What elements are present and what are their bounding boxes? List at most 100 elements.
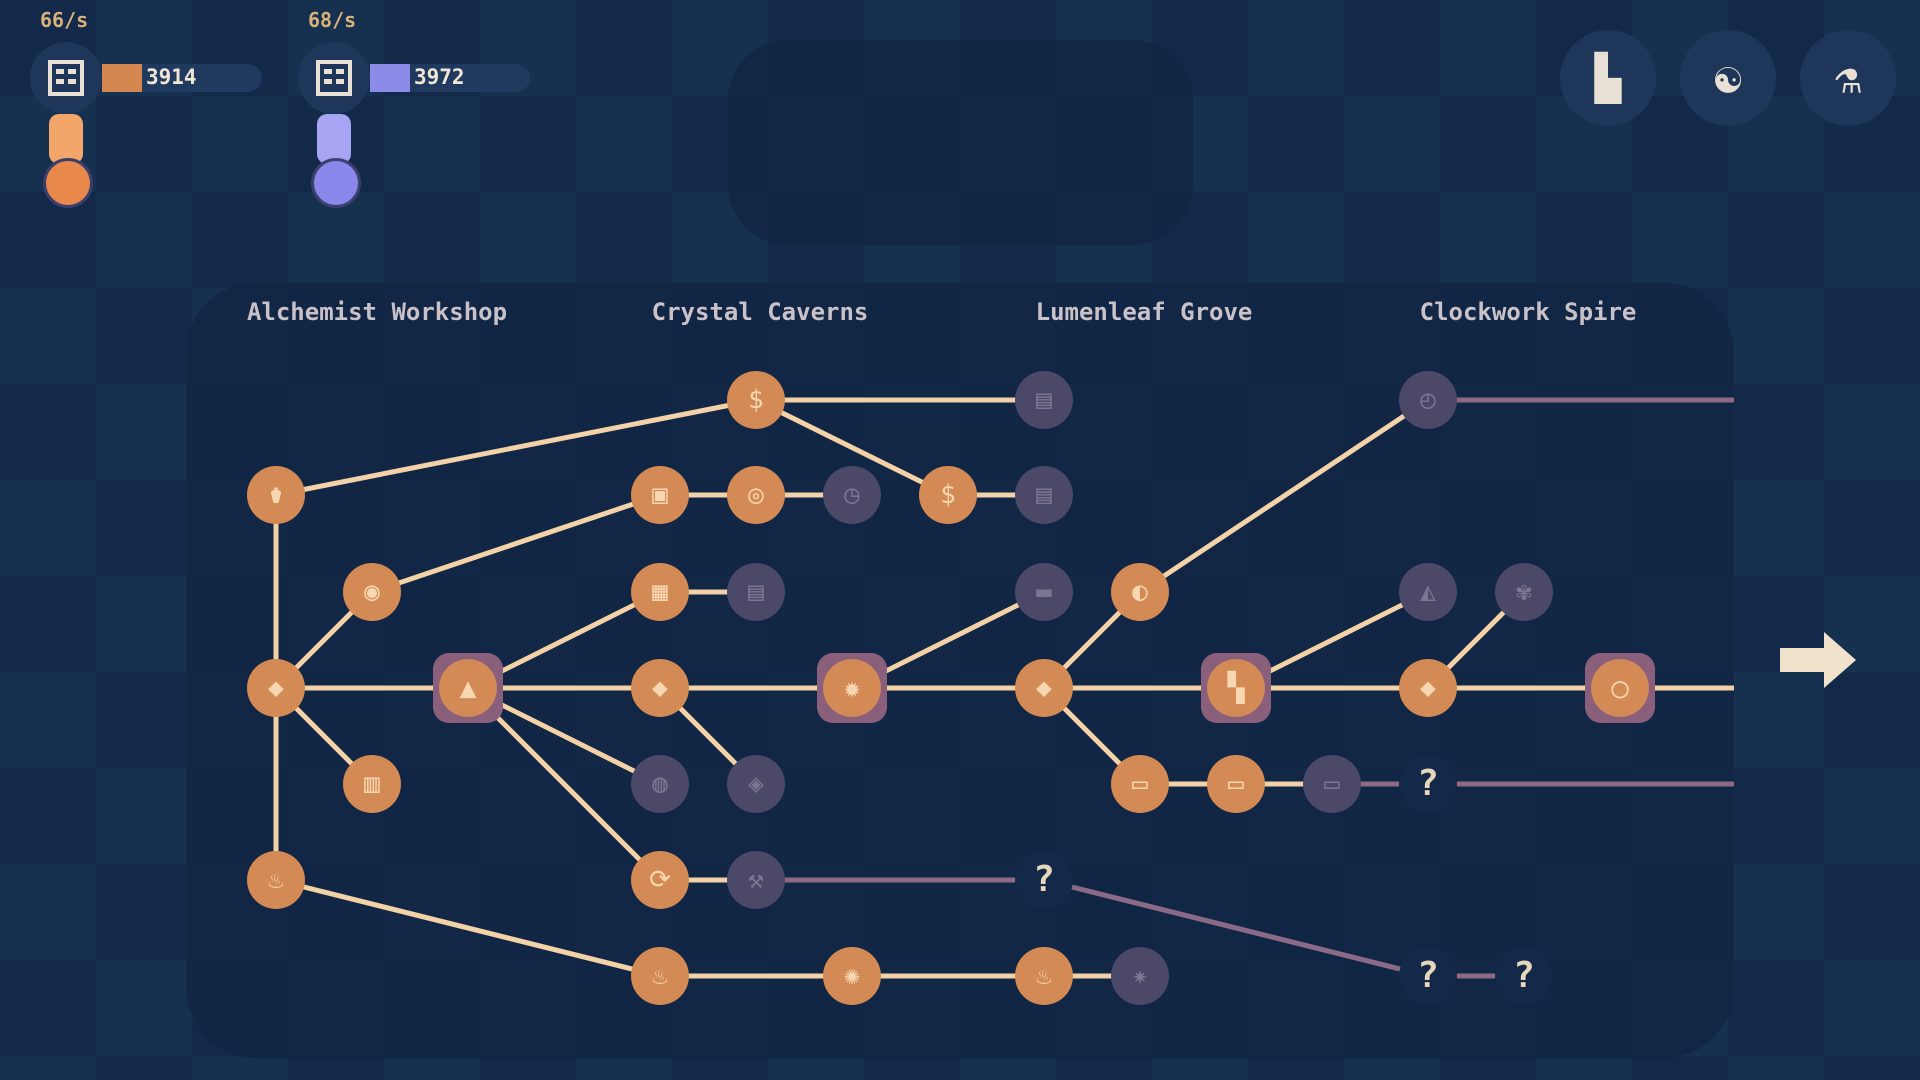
tree-edge (1043, 877, 1429, 979)
scroll-icon: ▦ (652, 577, 668, 607)
diamond-icon: ◈ (748, 769, 764, 799)
tech-node-gem[interactable]: ◆ (631, 659, 689, 717)
tree-edge (466, 686, 662, 882)
column-title-alchemist-workshop: Alchemist Workshop (246, 298, 508, 326)
orange-flask-icon (43, 114, 93, 208)
tech-node-ring[interactable]: ◯ (1585, 653, 1655, 723)
tech-node-mystery[interactable]: ? (1399, 947, 1457, 1005)
gem-icon: ◆ (268, 673, 284, 703)
resource-bar: 3972 (370, 64, 530, 92)
frame-icon: ▣ (652, 480, 668, 510)
tech-node-book[interactable]: ▥ (343, 755, 401, 813)
lab-tubes-button[interactable]: ⚗ (1800, 30, 1896, 126)
console-icon: ▭ (1228, 769, 1244, 799)
tech-node-potion[interactable]: ⚱ (247, 466, 305, 524)
mystery-icon: ? (1033, 859, 1055, 900)
cycle-icon: ⟳ (649, 865, 671, 895)
candle-icon: ♨ (268, 865, 284, 895)
resource-value: 3972 (414, 65, 465, 89)
tree-edge (371, 492, 661, 595)
tech-node-dashboard[interactable]: ▚ (1201, 653, 1271, 723)
tech-node-wrench[interactable]: ⚒ (727, 851, 785, 909)
tech-node-pot[interactable]: ◍ (631, 755, 689, 813)
resource-bar-fill (370, 64, 410, 92)
tech-node-diamond[interactable]: ◈ (727, 755, 785, 813)
tech-node-gem[interactable]: ◆ (247, 659, 305, 717)
cabinet-icon[interactable] (298, 42, 370, 114)
gem-icon: ◆ (1420, 673, 1436, 703)
tech-node-palm[interactable]: ✾ (1495, 563, 1553, 621)
tree-edge (275, 877, 661, 979)
resource-bar-fill (102, 64, 142, 92)
mystery-icon: ? (1513, 955, 1535, 996)
tech-node-ore[interactable]: ▲ (433, 653, 503, 723)
tech-node-scroll[interactable]: ▦ (631, 563, 689, 621)
dashboard-icon: ▚ (1227, 671, 1245, 704)
money-bag-icon: $ (940, 480, 956, 510)
tree-edge (275, 397, 757, 498)
tree-edge (754, 397, 950, 498)
tech-node-gem[interactable]: ◆ (1015, 659, 1073, 717)
cabinet-icon[interactable] (30, 42, 102, 114)
next-page-arrow-icon[interactable] (1780, 630, 1856, 690)
tech-node-candle[interactable]: ♨ (247, 851, 305, 909)
tech-node-console[interactable]: ▭ (1207, 755, 1265, 813)
tech-node-fire[interactable]: ♨ (1015, 947, 1073, 1005)
factory-button[interactable]: ▙ (1560, 30, 1656, 126)
research-head-button[interactable]: ☯ (1680, 30, 1776, 126)
tech-node-cabinet[interactable]: ▤ (1015, 466, 1073, 524)
tech-node-mystery[interactable]: ? (1495, 947, 1553, 1005)
factory-icon: ▙ (1594, 52, 1622, 104)
tech-node-notepad[interactable]: ▤ (727, 563, 785, 621)
chip-icon: ▬ (1036, 577, 1052, 607)
tech-node-sparkle[interactable]: ✺ (823, 947, 881, 1005)
tech-node-mystery[interactable]: ? (1399, 755, 1457, 813)
sparkle-icon: ✺ (844, 961, 860, 991)
column-title-clockwork-spire: Clockwork Spire (1419, 298, 1637, 326)
ore-icon: ▲ (459, 671, 477, 704)
tech-node-timer[interactable]: ◷ (823, 466, 881, 524)
cat-icon: ◭ (1420, 577, 1436, 607)
ring-icon: ◯ (1611, 671, 1629, 704)
cabinet-icon: ▤ (1036, 385, 1052, 415)
resource-rate: 66/s (40, 8, 89, 32)
tech-node-console[interactable]: ▭ (1303, 755, 1361, 813)
tech-node-eye-lash[interactable]: ◎ (727, 466, 785, 524)
gem-icon: ◆ (1036, 673, 1052, 703)
clock-icon: ◴ (1420, 385, 1436, 415)
tech-node-money-bag[interactable]: $ (919, 466, 977, 524)
notepad-icon: ▤ (748, 577, 764, 607)
gem-icon: ◆ (652, 673, 668, 703)
timer-icon: ◷ (844, 480, 860, 510)
tech-node-chip[interactable]: ▬ (1015, 563, 1073, 621)
column-title-crystal-caverns: Crystal Caverns (651, 298, 869, 326)
tech-node-sun-dim[interactable]: ✷ (1111, 947, 1169, 1005)
tech-node-clock[interactable]: ◴ (1399, 371, 1457, 429)
tech-node-fire[interactable]: ♨ (631, 947, 689, 1005)
potion-icon: ⚱ (268, 480, 284, 510)
resource-value: 3914 (146, 65, 197, 89)
tech-node-eye[interactable]: ◉ (343, 563, 401, 621)
head-gear-icon: ☯ (1714, 52, 1742, 104)
tech-node-cabinet[interactable]: ▤ (1015, 371, 1073, 429)
tech-node-sun[interactable]: ✹ (817, 653, 887, 723)
tech-node-mystery[interactable]: ? (1015, 851, 1073, 909)
tech-node-cycle[interactable]: ⟳ (631, 851, 689, 909)
violet-flask-icon (311, 114, 361, 208)
resource-rate: 68/s (308, 8, 357, 32)
console-icon: ▭ (1324, 769, 1340, 799)
top-panel-background (728, 40, 1193, 245)
tech-node-moon[interactable]: ◐ (1111, 563, 1169, 621)
money-bag-icon: $ (748, 385, 764, 415)
eye-icon: ◉ (364, 577, 380, 607)
console-icon: ▭ (1132, 769, 1148, 799)
palm-icon: ✾ (1516, 577, 1532, 607)
tech-node-gem[interactable]: ◆ (1399, 659, 1457, 717)
tech-node-frame[interactable]: ▣ (631, 466, 689, 524)
column-title-lumenleaf-grove: Lumenleaf Grove (1035, 298, 1253, 326)
mystery-icon: ? (1417, 955, 1439, 996)
tech-node-console[interactable]: ▭ (1111, 755, 1169, 813)
tech-node-money-bag[interactable]: $ (727, 371, 785, 429)
tech-node-cat[interactable]: ◭ (1399, 563, 1457, 621)
